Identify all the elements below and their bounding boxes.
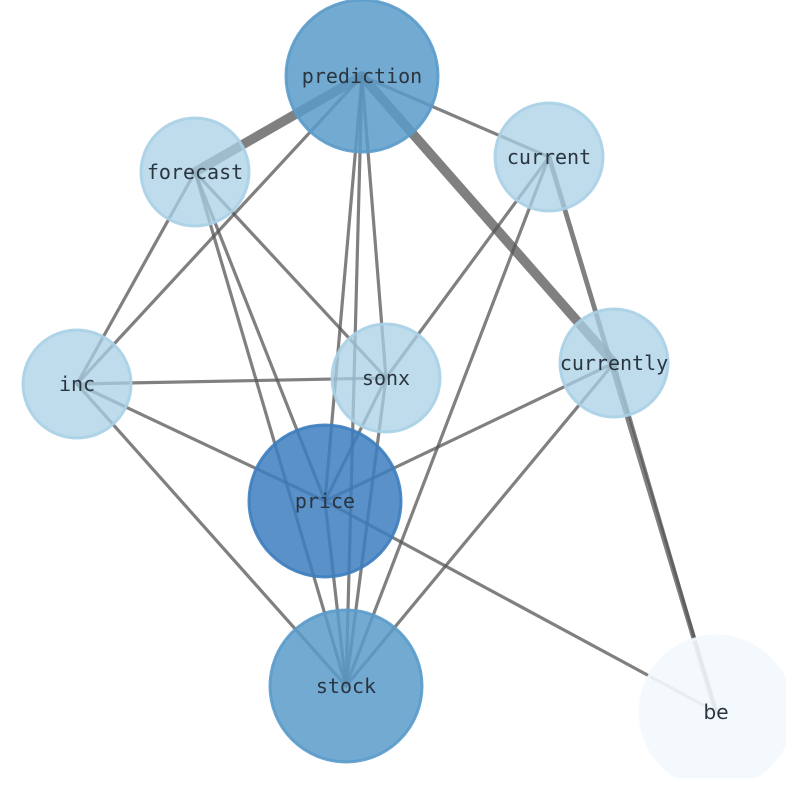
labels-layer: prediction forecast current inc sonx currentl… bbox=[59, 64, 729, 724]
node-label-prediction: prediction bbox=[302, 64, 422, 88]
node-forecast[interactable] bbox=[139, 116, 251, 228]
node-label-inc: inc bbox=[59, 372, 95, 396]
edge-current-stock bbox=[344, 155, 551, 688]
node-label-be: be bbox=[704, 700, 729, 724]
node-label-currently: currently bbox=[560, 351, 668, 375]
node-inc[interactable] bbox=[21, 328, 133, 440]
node-current[interactable] bbox=[493, 101, 605, 213]
node-label-current: current bbox=[507, 145, 591, 169]
node-prediction[interactable] bbox=[284, 0, 440, 154]
node-label-sonx: sonx bbox=[362, 366, 410, 390]
nodes-layer bbox=[21, 0, 792, 788]
node-be[interactable] bbox=[638, 634, 792, 788]
edge-forecast-stock bbox=[193, 170, 348, 688]
node-sonx[interactable] bbox=[330, 322, 442, 434]
node-label-price: price bbox=[295, 489, 355, 513]
node-stock[interactable] bbox=[268, 608, 424, 764]
node-currently[interactable] bbox=[558, 307, 670, 419]
node-price[interactable] bbox=[247, 423, 403, 579]
node-label-forecast: forecast bbox=[147, 160, 243, 184]
node-label-stock: stock bbox=[316, 674, 376, 698]
